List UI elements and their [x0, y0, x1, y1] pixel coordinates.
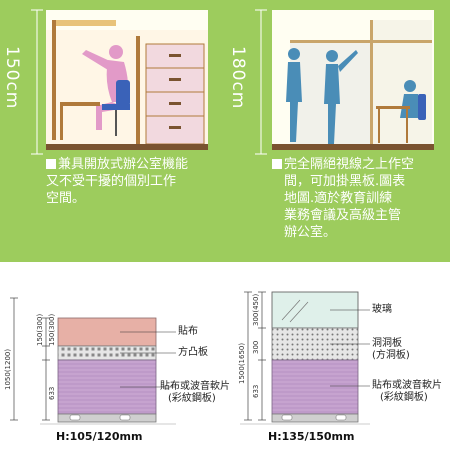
- right-height-bracket: [255, 9, 267, 155]
- left-illustration: [46, 10, 208, 150]
- left-height-label: 150cm: [2, 46, 22, 110]
- left-width-label: H:105/120mm: [56, 430, 143, 443]
- person-head: [109, 45, 123, 59]
- right-width-label: H:135/150mm: [268, 430, 355, 443]
- right-illustration: [272, 10, 434, 150]
- base-rail: [57, 413, 157, 423]
- callout-perforated: 洞洞板 (方洞板): [372, 338, 410, 361]
- bullet-square: [272, 159, 282, 169]
- right-total-height-label: 1500(1650): [238, 342, 246, 384]
- callout-steel: 貼布或波音軟片 (彩紋鋼板): [372, 380, 442, 403]
- callout-steel: 貼布或波音軟片 (彩紋鋼板): [160, 381, 230, 404]
- diagram-canvas: [10, 291, 370, 425]
- top-section: 150cm: [0, 0, 450, 262]
- left-segment-label: 633: [48, 386, 56, 400]
- callout-square-panel: 方凸板: [178, 347, 208, 358]
- callout-glass: 玻璃: [372, 304, 392, 315]
- base-rail: [271, 413, 359, 423]
- steel-panel: [271, 359, 359, 415]
- right-partition-diagram: [240, 291, 370, 425]
- right-description: 完全隔絕視線之上作空 間，可加掛黑板.圖表 地圖.適於教育訓練 業務會議及高級主…: [272, 156, 442, 241]
- left-height-bracket: [31, 9, 43, 155]
- right-segment-label: 300(450): [252, 293, 260, 326]
- callout-fabric: 貼布: [178, 326, 198, 337]
- right-segment-label: 300: [252, 340, 260, 354]
- right-segment-label: 633: [252, 384, 260, 398]
- left-total-height-label: 1050(1200): [4, 348, 12, 390]
- left-segment-label: 150(300): [36, 313, 44, 346]
- panel-diagrams: 1050(1200) 150(300) 150(300) 633 1500(16…: [0, 262, 450, 450]
- right-height-label: 180cm: [228, 46, 248, 110]
- left-description: 兼具開放式辦公室機能 又不受干擾的個別工作 空間。: [46, 157, 189, 206]
- left-partition-diagram: [10, 297, 176, 425]
- left-segment-label: 150(300): [48, 313, 56, 346]
- bullet-square: [46, 159, 56, 169]
